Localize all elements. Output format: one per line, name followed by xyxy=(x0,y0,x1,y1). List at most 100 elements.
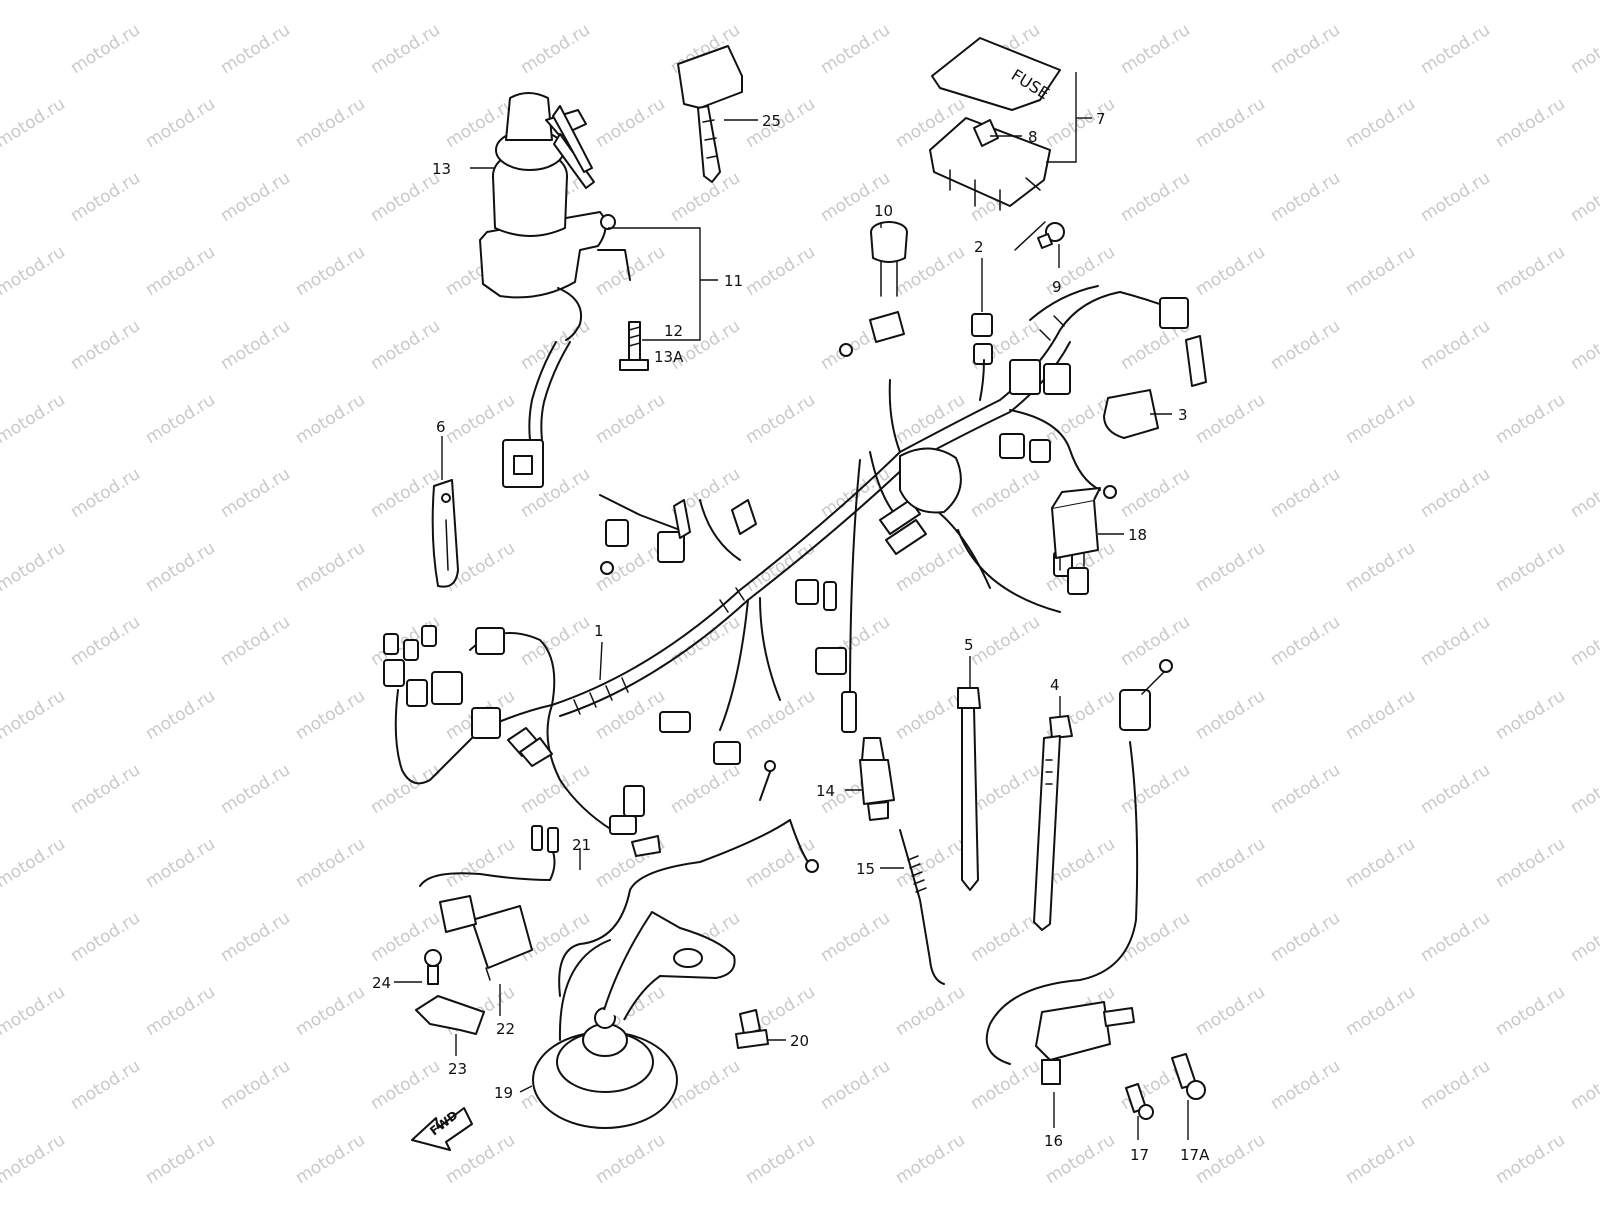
watermark-text: motod.ru xyxy=(1492,390,1569,448)
watermark-text: motod.ru xyxy=(1042,94,1119,152)
watermark-text: motod.ru xyxy=(292,390,369,448)
watermark-text: motod.ru xyxy=(742,0,819,4)
watermark-text: motod.ru xyxy=(142,242,219,300)
watermark-text: motod.ru xyxy=(217,908,294,966)
watermark-text: motod.ru xyxy=(1492,686,1569,744)
watermark-text: motod.ru xyxy=(0,0,69,4)
relay-22 xyxy=(439,895,533,981)
watermark-text: motod.ru xyxy=(442,0,519,4)
watermark-text: motod.ru xyxy=(1417,20,1494,78)
watermark-text: motod.ru xyxy=(1267,316,1344,374)
callout-10: 10 xyxy=(874,202,893,220)
watermark-text: motod.ru xyxy=(1342,982,1419,1040)
watermark-text: motod.ru xyxy=(1417,464,1494,522)
watermark-text: motod.ru xyxy=(892,982,969,1040)
watermark-text: motod.ru xyxy=(1492,1130,1569,1188)
watermark-text: motod.ru xyxy=(1267,20,1344,78)
watermark-text: motod.ru xyxy=(817,1056,894,1114)
watermark-text: motod.ru xyxy=(1267,908,1344,966)
horn-lead-21 xyxy=(419,760,819,997)
bolt-12 xyxy=(619,321,649,371)
ignition-switch xyxy=(479,92,631,488)
watermark-text: motod.ru xyxy=(217,760,294,818)
cap-3 xyxy=(1103,389,1159,439)
cable-tie-5 xyxy=(957,687,981,891)
callout-12: 12 xyxy=(664,322,683,340)
watermark-text: motod.ru xyxy=(1192,242,1269,300)
horn-19 xyxy=(532,911,736,1129)
watermark-text: motod.ru xyxy=(592,686,669,744)
watermark-text: motod.ru xyxy=(1492,94,1569,152)
watermark-text: motod.ru xyxy=(142,538,219,596)
clamp-6 xyxy=(431,479,459,588)
watermark-text: motod.ru xyxy=(1267,168,1344,226)
watermark-text: motod.ru xyxy=(1492,0,1569,4)
watermark-text: motod.ru xyxy=(292,686,369,744)
watermark-text: motod.ru xyxy=(1567,612,1600,670)
watermark-text: motod.ru xyxy=(742,390,819,448)
relay-18 xyxy=(1051,487,1101,571)
watermark-text: motod.ru xyxy=(1342,538,1419,596)
watermark-text: motod.ru xyxy=(0,242,69,300)
watermark-text: motod.ru xyxy=(742,1130,819,1188)
watermark-text: motod.ru xyxy=(142,0,219,4)
relay-10 xyxy=(870,221,908,297)
callout-1: 1 xyxy=(594,622,604,640)
connector-2 xyxy=(971,313,993,365)
callout-4: 4 xyxy=(1050,676,1060,694)
callout-17A: 17A xyxy=(1180,1146,1210,1164)
watermark-text: motod.ru xyxy=(217,612,294,670)
watermark-text: motod.ru xyxy=(0,538,69,596)
callout-2: 2 xyxy=(974,238,984,256)
watermark-text: motod.ru xyxy=(0,390,69,448)
watermark-text: motod.ru xyxy=(0,1130,69,1188)
watermark-text: motod.ru xyxy=(1267,1056,1344,1114)
callout-19: 19 xyxy=(494,1084,513,1102)
watermark-text: motod.ru xyxy=(67,464,144,522)
watermark-text: motod.ru xyxy=(817,20,894,78)
watermark-text: motod.ru xyxy=(1192,834,1269,892)
watermark-text: motod.ru xyxy=(67,612,144,670)
watermark-text: motod.ru xyxy=(67,168,144,226)
watermark-text: motod.ru xyxy=(1567,464,1600,522)
watermark-text: motod.ru xyxy=(1567,20,1600,78)
callout-20: 20 xyxy=(790,1032,809,1050)
callout-5: 5 xyxy=(964,636,974,654)
watermark-text: motod.ru xyxy=(442,834,519,892)
watermark-text: motod.ru xyxy=(1417,908,1494,966)
screw-9 xyxy=(1014,221,1065,251)
watermark-text: motod.ru xyxy=(1342,0,1419,4)
callout-18: 18 xyxy=(1128,526,1147,544)
callout-17: 17 xyxy=(1130,1146,1149,1164)
watermark-text: motod.ru xyxy=(67,1056,144,1114)
watermark-text: motod.ru xyxy=(1492,538,1569,596)
watermark-text: motod.ru xyxy=(967,760,1044,818)
watermark-text: motod.ru xyxy=(1567,908,1600,966)
bracket-23 xyxy=(415,995,485,1035)
watermark-text: motod.ru xyxy=(1342,94,1419,152)
watermark-text: motod.ru xyxy=(967,908,1044,966)
watermark-text: motod.ru xyxy=(1492,834,1569,892)
watermark-text: motod.ru xyxy=(292,242,369,300)
watermark-text: motod.ru xyxy=(217,20,294,78)
watermark-text: motod.ru xyxy=(1417,316,1494,374)
callout-23: 23 xyxy=(448,1060,467,1078)
watermark-text: motod.ru xyxy=(1342,686,1419,744)
harness-connectors xyxy=(383,297,1207,857)
watermark-text: motod.ru xyxy=(817,908,894,966)
watermark-text: motod.ru xyxy=(67,20,144,78)
watermark-text: motod.ru xyxy=(1492,242,1569,300)
watermark-text: motod.ru xyxy=(592,390,669,448)
callout-13: 13 xyxy=(432,160,451,178)
watermark-text: motod.ru xyxy=(1342,1130,1419,1188)
watermark-text: motod.ru xyxy=(967,464,1044,522)
watermark-text: motod.ru xyxy=(1492,982,1569,1040)
watermark-text: motod.ru xyxy=(667,1056,744,1114)
screw-24 xyxy=(424,949,442,985)
watermark-text: motod.ru xyxy=(367,1056,444,1114)
fuse-box: FUSE xyxy=(929,37,1061,211)
watermark-text: motod.ru xyxy=(142,834,219,892)
watermark-text: motod.ru xyxy=(292,1130,369,1188)
watermark-text: motod.ru xyxy=(1417,1056,1494,1114)
